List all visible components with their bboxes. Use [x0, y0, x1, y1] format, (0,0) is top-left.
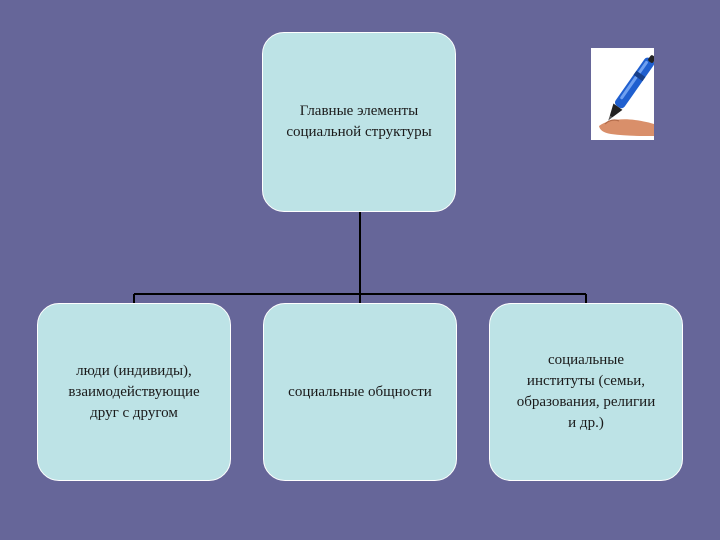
child-node-label: люди (индивиды), взаимодействующие друг … [68, 362, 200, 421]
child-node-label: социальные институты (семьи, образования… [516, 352, 656, 431]
child-node-people: люди (индивиды), взаимодействующие друг … [37, 303, 231, 481]
hand-writing-with-pen-icon [591, 48, 656, 140]
root-node: Главные элементы социальной структуры [262, 32, 456, 212]
root-node-label: Главные элементы социальной структуры [286, 103, 432, 140]
child-node-label: социальные общности [288, 383, 432, 400]
child-node-institutions: социальные институты (семьи, образования… [489, 303, 683, 481]
child-node-communities: социальные общности [263, 303, 457, 481]
